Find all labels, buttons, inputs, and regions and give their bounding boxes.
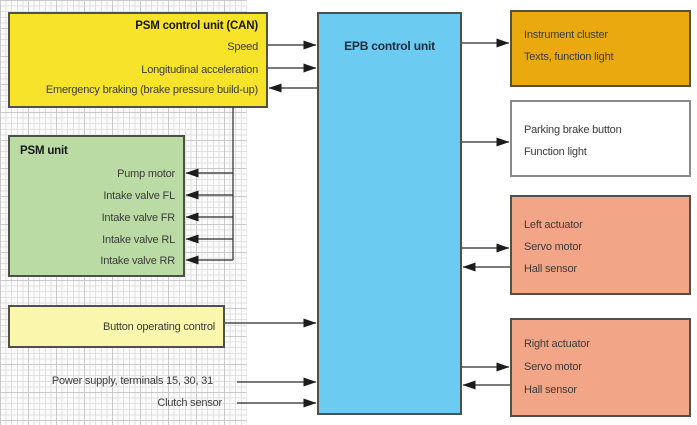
left-actuator-box: Left actuator Servo motor Hall sensor [510, 195, 691, 295]
signal-pump-motor: Pump motor [117, 168, 175, 180]
right-actuator-lines: Right actuator Servo motor Hall sensor [512, 320, 689, 402]
parking-brake-button-box: Parking brake button Function light [510, 100, 691, 177]
epb-control-unit-box: EPB control unit [317, 12, 462, 415]
button-operating-control-box: Button operating control [8, 305, 225, 348]
clutch-sensor-label: Clutch sensor [157, 397, 222, 409]
parking-brake-button-lines: Parking brake button Function light [512, 102, 689, 163]
right-actuator-line2: Servo motor [524, 361, 582, 373]
psm-control-unit-title: PSM control unit (CAN) [135, 20, 258, 32]
signal-intake-valve-fl: Intake valve FL [103, 190, 175, 202]
epb-control-unit-title: EPB control unit [344, 39, 435, 53]
right-actuator-box: Right actuator Servo motor Hall sensor [510, 318, 691, 417]
signal-speed: Speed [227, 41, 258, 53]
button-operating-control-label: Button operating control [103, 320, 215, 333]
parking-brake-button-line2: Function light [524, 146, 587, 158]
instrument-cluster-box: Instrument cluster Texts, function light [510, 10, 691, 87]
power-supply-label: Power supply, terminals 15, 30, 31 [51, 375, 213, 387]
signal-emergency-braking: Emergency braking (brake pressure build-… [45, 84, 258, 96]
left-actuator-lines: Left actuator Servo motor Hall sensor [512, 197, 689, 280]
parking-brake-button-line1: Parking brake button [524, 124, 622, 136]
psm-control-unit-box: PSM control unit (CAN) Speed Longitudina… [8, 12, 268, 108]
right-actuator-line3: Hall sensor [524, 384, 577, 396]
psm-unit-box: PSM unit Pump motor Intake valve FL Inta… [8, 135, 185, 277]
left-actuator-line2: Servo motor [524, 241, 582, 253]
signal-intake-valve-rl: Intake valve RL [102, 234, 175, 246]
left-actuator-line1: Left actuator [524, 219, 583, 231]
signal-intake-valve-fr: Intake valve FR [101, 212, 176, 224]
right-actuator-line1: Right actuator [524, 338, 590, 350]
instrument-cluster-line1: Instrument cluster [524, 29, 608, 41]
psm-unit-title: PSM unit [20, 145, 68, 157]
instrument-cluster-line2: Texts, function light [524, 51, 614, 63]
signal-longitudinal-acceleration: Longitudinal acceleration [141, 64, 258, 76]
left-actuator-line3: Hall sensor [524, 263, 577, 275]
signal-intake-valve-rr: Intake valve RR [100, 255, 175, 267]
instrument-cluster-lines: Instrument cluster Texts, function light [512, 12, 689, 68]
